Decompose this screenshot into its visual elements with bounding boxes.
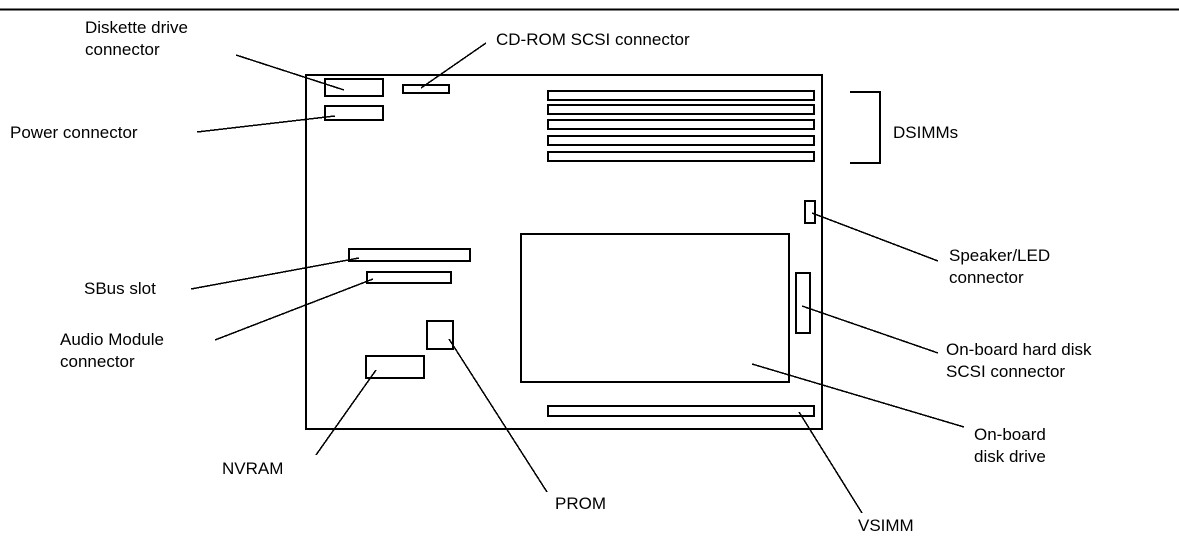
speaker-led-connector [804, 200, 816, 224]
onboard-hard-disk-scsi-connector [795, 272, 811, 334]
leader-cdrom [420, 42, 487, 89]
leader-prom [448, 338, 548, 493]
label-power-connector: Power connector [10, 123, 138, 142]
label-line: SCSI connector [946, 362, 1066, 381]
motherboard-outline [305, 74, 823, 430]
leader-onboard-hd [801, 305, 939, 354]
leader-power [196, 115, 336, 133]
label-cdrom-scsi-connector: CD-ROM SCSI connector [496, 30, 690, 49]
label-speaker-led-connector: Speaker/LED connector [949, 245, 1050, 289]
leader-speaker [811, 212, 939, 262]
dsimms-bracket [850, 91, 881, 164]
nvram-chip [365, 355, 425, 379]
label-line: Audio Module [60, 330, 164, 349]
label-diskette-drive-connector: Diskette drive connector [85, 17, 188, 61]
power-connector [324, 105, 384, 121]
dsimm-slot-3 [547, 119, 815, 130]
leader-audio [214, 278, 374, 341]
label-line: disk drive [974, 447, 1046, 466]
leader-vsimm [798, 411, 863, 514]
vsimm-slot [547, 405, 815, 417]
dsimm-slot-1 [547, 90, 815, 101]
label-line: Speaker/LED [949, 246, 1051, 265]
dsimm-slot-5 [547, 151, 815, 162]
label-dsimms: DSIMMs [893, 123, 959, 142]
label-sbus-slot: SBus slot [84, 279, 156, 298]
label-line: connector [60, 352, 135, 371]
label-nvram: NVRAM [222, 459, 284, 478]
label-line: connector [85, 40, 160, 59]
audio-module-connector [366, 271, 452, 284]
leader-nvram [315, 369, 377, 456]
onboard-disk-drive [520, 233, 790, 383]
leader-onboard-disk [751, 363, 965, 428]
label-onboard-disk-drive: On-board disk drive [974, 424, 1046, 468]
dsimm-slot-2 [547, 104, 815, 115]
leader-sbus [190, 257, 360, 290]
leader-diskette [235, 54, 345, 91]
diskette-drive-connector [324, 78, 384, 97]
label-prom: PROM [555, 494, 606, 513]
prom-chip [426, 320, 454, 350]
sbus-slot [348, 248, 471, 262]
label-line: On-board [974, 425, 1046, 444]
label-line: connector [949, 268, 1024, 287]
label-vsimm: VSIMM [858, 516, 914, 535]
label-line: On-board hard disk [946, 340, 1092, 359]
cdrom-scsi-connector [402, 84, 450, 94]
dsimm-slot-4 [547, 135, 815, 146]
label-onboard-hard-disk-scsi-connector: On-board hard disk SCSI connector [946, 339, 1092, 383]
label-audio-module-connector: Audio Module connector [60, 329, 164, 373]
label-line: Diskette drive [85, 18, 188, 37]
